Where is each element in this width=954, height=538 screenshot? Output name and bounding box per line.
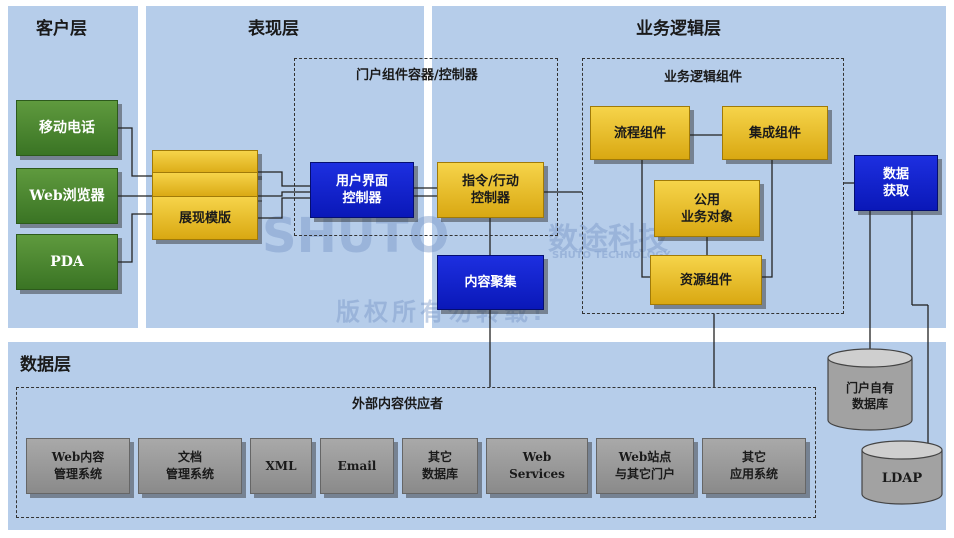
common-business-objects: 公用 业务对象 [654,180,760,237]
presentation-layer-title: 表现层 [248,19,299,39]
external-providers-title: 外部内容供应者 [352,397,444,412]
portal-database: 门户自有 数据库 [826,348,914,432]
data-access: 数据 获取 [854,155,938,211]
flow-component: 流程组件 [590,106,690,160]
provider-web-sites-portals: Web站点 与其它门户 [596,438,694,494]
template-stack-back-1 [152,172,258,198]
presentation-template: 展现模版 [152,196,258,240]
portal-database-label: 门户自有 数据库 [845,381,894,411]
data-layer [8,342,946,530]
provider-xml: XML [250,438,312,494]
ldap-database-label: LDAP [881,471,923,486]
device-mobile-phone: 移动电话 [16,100,118,156]
provider-web-cms: Web内容 管理系统 [26,438,130,494]
resource-component: 资源组件 [650,255,762,305]
device-pda: PDA [16,234,118,290]
content-aggregation: 内容聚集 [437,255,544,310]
integration-component: 集成组件 [722,106,828,160]
portal-container-group [294,58,558,236]
business-components-group [582,58,844,314]
portal-container-title: 门户组件容器/控制器 [356,68,478,83]
provider-web-services: Web Services [486,438,588,494]
template-stack-back-2 [152,150,258,176]
ldap-database: LDAP [860,440,944,506]
ldap-database-cylinder-icon [861,440,943,505]
business-components-title: 业务逻辑组件 [664,70,743,85]
provider-document-management: 文档 管理系统 [138,438,242,494]
external-providers-group [16,387,816,518]
device-web-browser: Web浏览器 [16,168,118,224]
command-action-controller: 指令/行动 控制器 [437,162,544,218]
business-layer-title: 业务逻辑层 [636,19,721,39]
ui-controller: 用户界面 控制器 [310,162,414,218]
client-layer-title: 客户层 [36,19,87,39]
watermark-en-name: SHUTO TECHNOLOGY [552,250,671,261]
provider-other-applications: 其它 应用系统 [702,438,806,494]
provider-email: Email [320,438,394,494]
provider-other-databases: 其它 数据库 [402,438,478,494]
data-layer-title: 数据层 [20,355,71,375]
portal-database-cylinder-icon [827,348,913,431]
